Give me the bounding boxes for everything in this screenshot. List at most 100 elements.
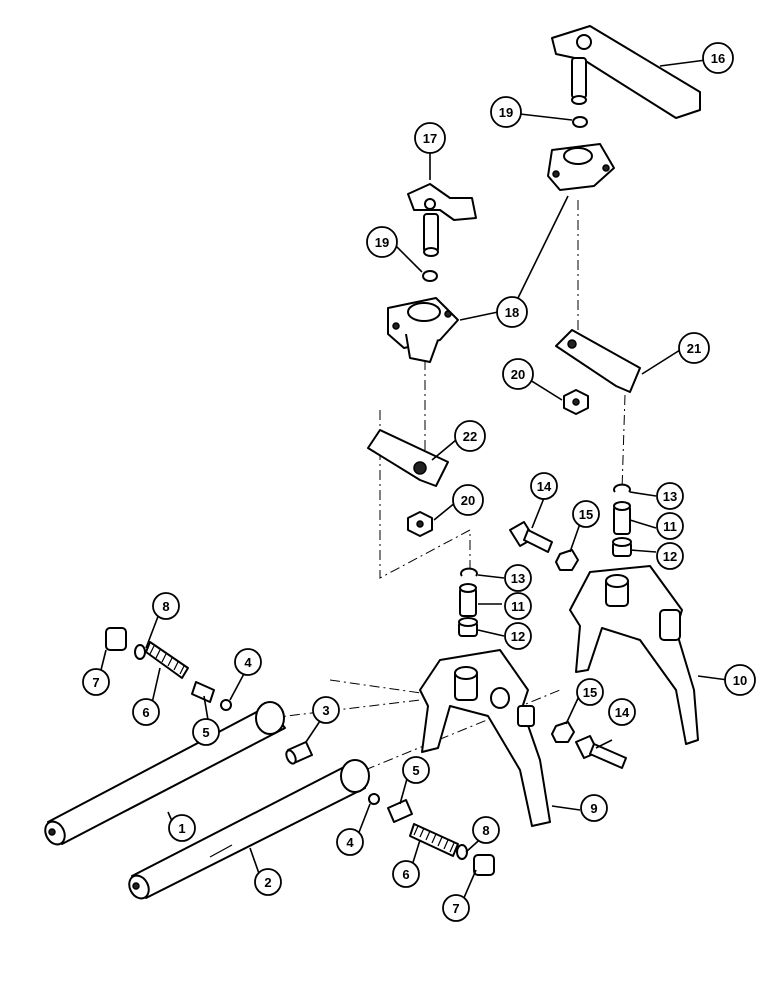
callout-circle: [402, 756, 430, 784]
callout-number: 12: [511, 629, 525, 644]
callout-circle: [490, 96, 522, 128]
callout-8a: 8: [152, 592, 180, 620]
part-9-shift-fork: [419, 649, 551, 827]
callout-6a: 6: [132, 698, 160, 726]
callout-15a: 15: [572, 500, 600, 528]
callout-circle: [504, 592, 532, 620]
callout-number: 6: [142, 705, 149, 720]
callouts: 1 2 3 4 4 5 5 6 6 7 7 8 8 9 10 11 11 12 …: [82, 42, 756, 922]
callout-13b: 13: [656, 482, 684, 510]
callout-number: 8: [162, 599, 169, 614]
callout-9: 9: [580, 794, 608, 822]
callout-circle: [530, 472, 558, 500]
callout-number: 4: [346, 835, 354, 850]
callout-20b: 20: [452, 484, 484, 516]
callout-number: 8: [482, 823, 489, 838]
callout-circle: [392, 860, 420, 888]
callout-2: 2: [254, 868, 282, 896]
callout-circle: [572, 500, 600, 528]
callout-number: 5: [202, 725, 209, 740]
callout-number: 17: [423, 131, 437, 146]
callout-circle: [152, 592, 180, 620]
callout-8b: 8: [472, 816, 500, 844]
callout-10: 10: [724, 664, 756, 696]
part-18-housings: [387, 143, 615, 363]
callout-1: 1: [168, 814, 196, 842]
callout-circle: [576, 678, 604, 706]
callout-number: 13: [663, 489, 677, 504]
callout-7a: 7: [82, 668, 110, 696]
part-16-lever-arm: [551, 25, 701, 119]
callout-number: 7: [452, 901, 459, 916]
callout-15b: 15: [576, 678, 604, 706]
callout-number: 3: [322, 703, 329, 718]
callout-circle: [254, 868, 282, 896]
callout-circle: [132, 698, 160, 726]
callout-circle: [608, 698, 636, 726]
callout-circle: [414, 122, 446, 154]
callout-circle: [504, 564, 532, 592]
callout-number: 20: [461, 493, 475, 508]
callout-circle: [580, 794, 608, 822]
callout-number: 11: [511, 599, 525, 614]
callout-18: 18: [496, 296, 528, 328]
callout-circle: [472, 816, 500, 844]
callout-19b: 19: [366, 226, 398, 258]
callout-21: 21: [678, 332, 710, 364]
callout-circle: [656, 482, 684, 510]
callout-circle: [336, 828, 364, 856]
callout-circle: [168, 814, 196, 842]
callout-circle: [678, 332, 710, 364]
callout-number: 19: [499, 105, 513, 120]
callout-circle: [452, 484, 484, 516]
callout-circle: [454, 420, 486, 452]
callout-number: 18: [505, 305, 519, 320]
part-3-interlock-pin: [285, 741, 313, 765]
callout-circle: [496, 296, 528, 328]
callout-number: 14: [537, 479, 552, 494]
callout-5b: 5: [402, 756, 430, 784]
callout-number: 19: [375, 235, 389, 250]
part-10-shift-fork: [569, 565, 699, 745]
callout-number: 5: [412, 763, 419, 778]
callout-11a: 11: [504, 592, 532, 620]
callout-number: 14: [615, 705, 630, 720]
callout-17: 17: [414, 122, 446, 154]
callout-circle: [504, 622, 532, 650]
callout-4b: 4: [336, 828, 364, 856]
part-15-nuts: [551, 549, 579, 743]
callout-14a: 14: [530, 472, 558, 500]
callout-circle: [82, 668, 110, 696]
callout-number: 13: [511, 571, 525, 586]
part-14-bolts: [509, 521, 627, 769]
callout-3: 3: [312, 696, 340, 724]
callout-number: 2: [264, 875, 271, 890]
callout-number: 4: [244, 655, 252, 670]
callout-circle: [502, 358, 534, 390]
callout-11b: 11: [656, 512, 684, 540]
part-22-plate: [367, 429, 449, 487]
leader-lines: [97, 59, 729, 908]
callout-number: 6: [402, 867, 409, 882]
callout-19a: 19: [490, 96, 522, 128]
callout-7b: 7: [442, 894, 470, 922]
pin-stack-left: [458, 567, 478, 637]
callout-number: 16: [711, 51, 725, 66]
part-17-lever-arm: [407, 183, 477, 257]
alignment-lines: [269, 200, 626, 771]
callout-5a: 5: [192, 718, 220, 746]
callout-circle: [724, 664, 756, 696]
callout-circle: [234, 648, 262, 676]
detent-set-left: [105, 627, 232, 711]
callout-22: 22: [454, 420, 486, 452]
callout-number: 7: [92, 675, 99, 690]
callout-12b: 12: [656, 542, 684, 570]
callout-number: 22: [463, 429, 477, 444]
part-1-selector-rail: [44, 701, 286, 846]
callout-circle: [656, 542, 684, 570]
callout-number: 11: [663, 519, 677, 534]
callout-number: 15: [579, 507, 593, 522]
callout-number: 10: [733, 673, 747, 688]
callout-circle: [312, 696, 340, 724]
callout-20a: 20: [502, 358, 534, 390]
